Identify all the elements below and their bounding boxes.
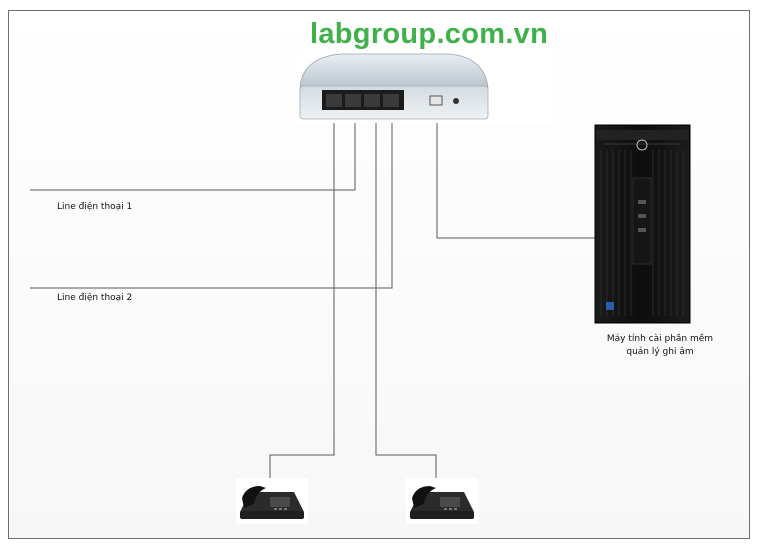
phone2-wire: [375, 112, 437, 483]
computer-caption-line1: Máy tính cài phần mềm: [606, 334, 714, 344]
phone1-icon: [236, 478, 308, 524]
phone1-wire: [269, 112, 335, 483]
computer-caption: Máy tính cài phần mềm quản lý ghi âm: [585, 333, 735, 359]
line2-wire: [30, 112, 393, 289]
recorder-device-icon: [298, 50, 554, 123]
wiring: [30, 112, 597, 483]
phone2-icon: [406, 478, 478, 524]
computer-icon: [594, 124, 691, 324]
line1-wire: [30, 112, 356, 191]
pc-usb-wire: [436, 112, 597, 239]
line2-label: Line điện thoại 2: [57, 293, 133, 303]
brand-watermark: labgroup.com.vn: [310, 18, 549, 50]
line1-label: Line điện thoại 1: [57, 202, 133, 212]
computer-caption-line2: quản lý ghi âm: [626, 347, 694, 357]
